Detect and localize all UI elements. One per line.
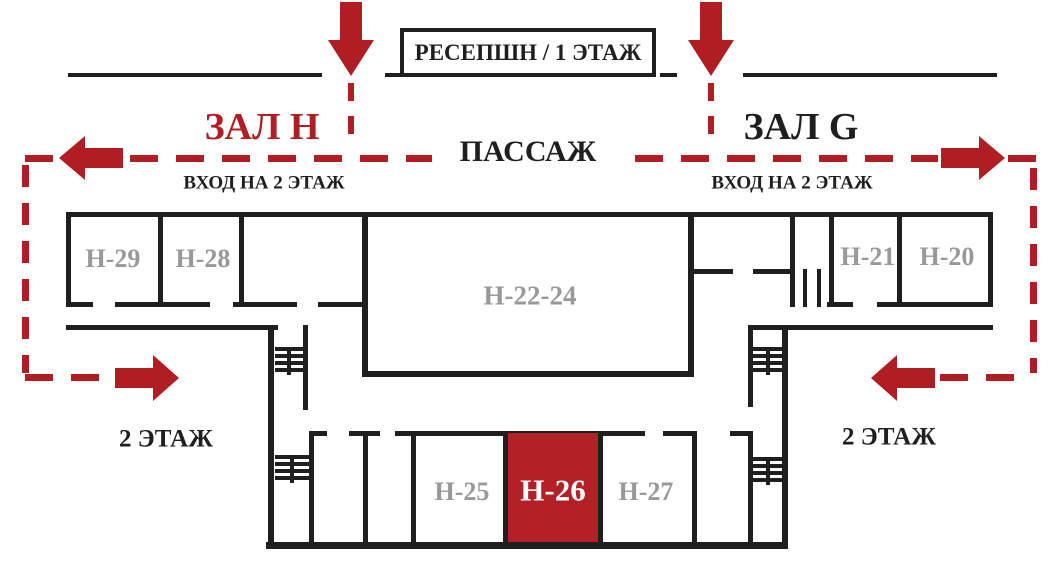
wall [362,212,368,377]
arrow-left-icon [871,355,935,401]
floor2-right-label: 2 ЭТАЖ [842,423,936,451]
wall [318,302,366,307]
room-label-h26: Н-26 [520,472,586,508]
wall [748,325,993,330]
route-dash-vertical [1030,168,1037,373]
wall [897,212,902,302]
wall [66,212,71,307]
wall [692,431,697,548]
room-label-h25: Н-25 [434,477,490,506]
wall [303,325,308,410]
hall-g-label: ЗАЛ G [743,106,859,148]
wall [66,302,93,307]
route-dash-vertical [22,165,29,373]
top-wall-line [743,73,997,77]
top-wall-line [660,73,677,77]
passage-label: ПАССАЖ [459,135,597,168]
stairs-icon [753,457,782,485]
room-label-h2224: Н-22-24 [483,280,577,311]
wall [115,302,210,307]
route-dash-horizontal [635,155,938,162]
wall [598,431,603,542]
arrow-left-icon [59,136,123,180]
reception-label: РЕСЕПШН / 1 ЭТАЖ [414,40,642,65]
floor2-left-label: 2 ЭТАЖ [119,425,213,453]
wall [233,302,297,307]
wall [158,212,163,304]
wall [349,431,380,436]
room-h26-highlight [508,433,598,542]
stairs-divider [290,455,294,483]
route-dash-horizontal [940,374,1030,381]
wall [503,431,508,542]
route-dash-horizontal [130,155,432,162]
wall [309,431,327,436]
wall [790,212,795,307]
room-label-h27: Н-27 [618,477,674,506]
wall [817,269,821,307]
wall [362,371,694,377]
top-wall-line [68,73,322,77]
entrance-left-label: ВХОД НА 2 ЭТАЖ [183,172,345,194]
arrow-right-icon [941,136,1005,180]
wall [66,325,278,330]
stairs-icon [275,455,309,483]
wall [309,431,314,548]
wall [411,431,416,548]
arrow-right-icon [115,355,179,401]
route-dash-horizontal [1008,155,1036,162]
wall [363,431,368,548]
wall [988,212,993,307]
wall [730,431,752,436]
wall [748,431,753,548]
entrance-right-label: ВХОД НА 2 ЭТАЖ [711,172,873,194]
room-label-h28: Н-28 [175,244,231,273]
hall-h-label: ЗАЛ H [204,106,320,148]
arrow-down-icon [328,2,374,76]
wall [748,325,753,407]
top-wall-line [385,73,400,77]
wall [803,269,807,307]
wall [782,325,788,548]
route-dash-vertical [348,83,354,135]
wall [827,302,853,307]
wall [239,212,244,304]
room-label-h20: Н-20 [919,242,975,271]
arrow-down-icon [688,2,734,76]
route-dash-vertical [708,83,714,135]
stairs-divider [287,347,291,375]
route-dash-horizontal [25,374,113,381]
stairs-icon [753,347,782,375]
wall [663,431,692,436]
wall [266,542,788,549]
wall [268,325,274,548]
room-label-h29: Н-29 [85,244,141,273]
stairs-divider [765,457,770,485]
route-dash-horizontal [25,155,57,162]
wall [829,212,834,307]
wall [693,269,733,274]
stairs-divider [765,347,770,375]
wall [753,269,793,274]
room-label-h21: Н-21 [840,242,896,271]
reception-box: РЕСЕПШН / 1 ЭТАЖ [400,28,656,77]
wall [877,302,993,307]
wall [688,212,694,377]
wall [66,212,993,217]
stairs-icon [275,347,303,375]
